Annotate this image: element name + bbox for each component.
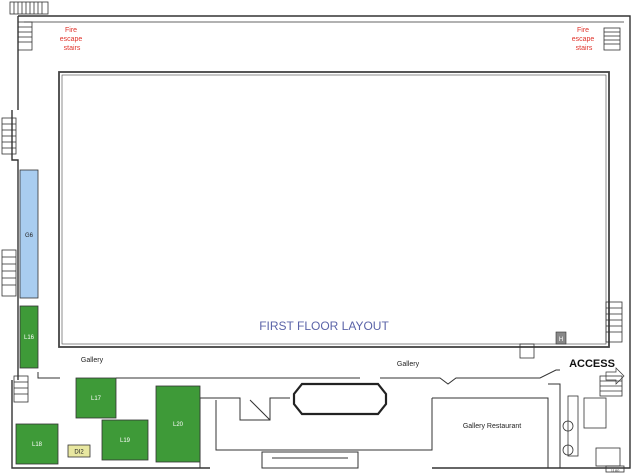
stair-top-right [603, 27, 621, 51]
restaurant-fixtures [562, 395, 625, 473]
room-l16[interactable] [19, 305, 39, 369]
lift-h-label: H [559, 337, 563, 343]
gallery-corridor [37, 369, 561, 468]
page-title: FIRST FLOOR LAYOUT [259, 319, 389, 333]
room-label-g6: G6 [25, 233, 34, 239]
gallery-left-label: Gallery [81, 357, 104, 364]
stair-left-bottom [13, 375, 29, 403]
access-label: ACCESS [569, 358, 615, 370]
room-l20[interactable] [155, 385, 201, 463]
stair-right [599, 301, 623, 397]
skylight-octagon [292, 382, 388, 416]
lift-box [519, 343, 535, 359]
bottom-right-code: 1180 [611, 468, 620, 473]
room-di2[interactable] [67, 444, 91, 458]
bottom-entrance [261, 451, 359, 469]
room-label-l20: L20 [173, 422, 184, 428]
gallery-center-label: Gallery [397, 361, 420, 368]
room-label-l19: L19 [120, 438, 131, 444]
room-label-l17: L17 [91, 396, 102, 402]
room-g6[interactable] [19, 169, 39, 299]
stair-top-left [9, 1, 49, 51]
room-l18[interactable] [15, 423, 59, 465]
lift-h [555, 331, 567, 345]
main-hall [58, 71, 610, 348]
fire-stairs-right-label: Fire escape stairs [572, 27, 597, 52]
room-label-di2: DI2 [74, 450, 84, 456]
outer-walls [11, 15, 631, 469]
fire-stairs-left-label: Fire escape stairs [60, 27, 85, 52]
room-label-l16: L16 [24, 335, 35, 341]
access-arrow-icon [605, 367, 625, 385]
stair-left-mid [1, 117, 17, 155]
room-l19[interactable] [101, 419, 149, 461]
gallery-restaurant-label: Gallery Restaurant [463, 423, 521, 430]
room-l17[interactable] [75, 377, 117, 419]
room-label-l18: L18 [32, 442, 43, 448]
stair-left-lower [1, 249, 17, 297]
